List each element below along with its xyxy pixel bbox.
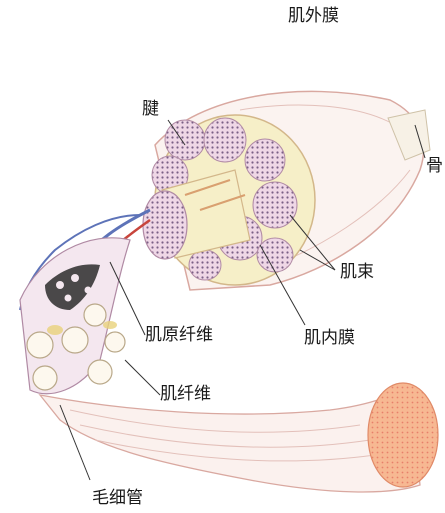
fiber-bundle bbox=[20, 238, 130, 394]
muscle-fiber-end bbox=[33, 366, 57, 390]
label-endomysium: 肌内膜 bbox=[304, 330, 355, 347]
muscle-fiber-end bbox=[27, 332, 53, 358]
fascicle bbox=[189, 250, 221, 280]
label-bone: 骨 bbox=[426, 158, 443, 175]
fascicle bbox=[245, 139, 285, 181]
fascicle bbox=[253, 182, 297, 228]
label-capillary: 毛细管 bbox=[92, 490, 143, 507]
long-muscle-fiber bbox=[40, 383, 438, 492]
label-myofibril: 肌原纤维 bbox=[145, 327, 213, 344]
muscle-fiber-end bbox=[84, 304, 106, 326]
label-muscle-fiber: 肌纤维 bbox=[160, 386, 211, 403]
label-tendon: 腱 bbox=[142, 101, 159, 118]
fascicle bbox=[204, 118, 246, 162]
fascicle bbox=[165, 120, 205, 160]
label-epimysium: 肌外膜 bbox=[288, 8, 339, 25]
muscle-fiber-end bbox=[88, 360, 112, 384]
fascicle bbox=[257, 238, 293, 272]
muscle-fiber-end bbox=[105, 332, 125, 352]
label-fascicle: 肌束 bbox=[340, 264, 374, 281]
fiber-cross-section bbox=[368, 383, 438, 487]
muscle-fiber-end bbox=[62, 327, 88, 353]
